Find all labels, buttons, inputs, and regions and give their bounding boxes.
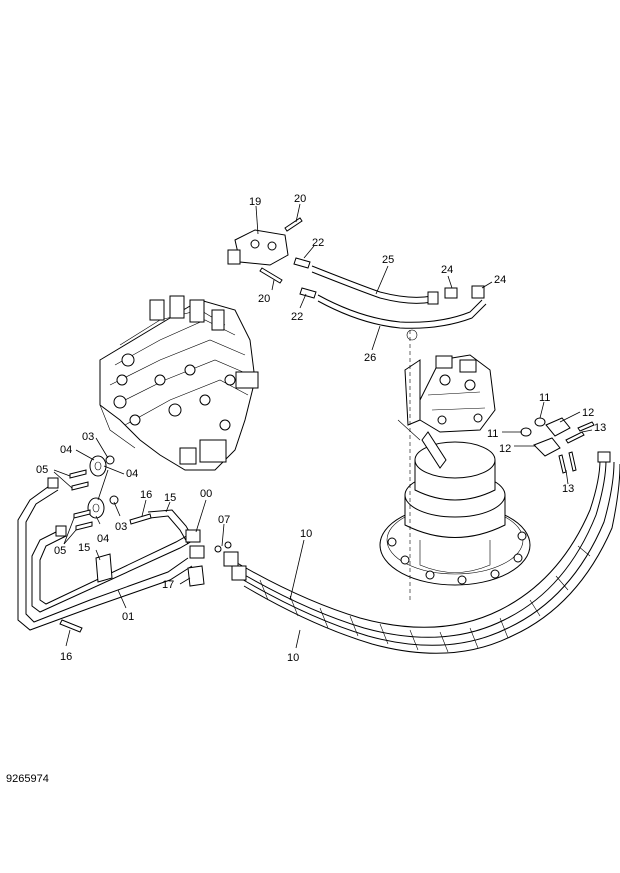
- callout-04: 04: [97, 533, 109, 545]
- callout-labels: 19 20 22 20 22 25 26 24 24 11 11 12 12 1…: [36, 193, 606, 664]
- pipe-assembly: [17, 477, 205, 631]
- callout-19: 19: [249, 196, 261, 208]
- left-small-parts: [59, 455, 232, 633]
- callout-25: 25: [382, 254, 394, 266]
- callout-10: 10: [300, 528, 312, 540]
- callout-15: 15: [164, 492, 176, 504]
- callout-04: 04: [126, 468, 138, 480]
- callout-22: 22: [291, 311, 303, 323]
- control-valve-assembly: [99, 295, 259, 471]
- callout-10: 10: [287, 652, 299, 664]
- callout-05: 05: [54, 545, 66, 557]
- motor-port-fittings: [520, 417, 595, 474]
- callout-16: 16: [140, 489, 152, 501]
- callout-17: 17: [162, 579, 174, 591]
- relief-valve-block: [227, 217, 317, 299]
- callout-26: 26: [364, 352, 376, 364]
- callout-12: 12: [499, 443, 511, 455]
- callout-05: 05: [36, 464, 48, 476]
- callout-24: 24: [494, 274, 506, 286]
- callout-22: 22: [312, 237, 324, 249]
- callout-20: 20: [294, 193, 306, 205]
- callout-12: 12: [582, 407, 594, 419]
- callout-03: 03: [115, 521, 127, 533]
- callout-01: 01: [122, 611, 134, 623]
- hose-26: [317, 285, 487, 329]
- callout-03: 03: [82, 431, 94, 443]
- callout-13: 13: [594, 422, 606, 434]
- callout-15: 15: [78, 542, 90, 554]
- hose-25: [311, 265, 439, 305]
- callout-11: 11: [539, 392, 550, 404]
- callout-11: 11: [487, 428, 498, 440]
- callout-04: 04: [60, 444, 72, 456]
- swing-motor-assembly: [379, 329, 531, 600]
- callout-13: 13: [562, 483, 574, 495]
- leader-lines: [53, 203, 593, 649]
- drawing-reference-number: 9265974: [6, 773, 49, 785]
- callout-24: 24: [441, 264, 453, 276]
- hose-10: [223, 451, 620, 654]
- callout-20: 20: [258, 293, 270, 305]
- callout-07: 07: [218, 514, 230, 526]
- callout-00: 00: [200, 488, 212, 500]
- callout-16: 16: [60, 651, 72, 663]
